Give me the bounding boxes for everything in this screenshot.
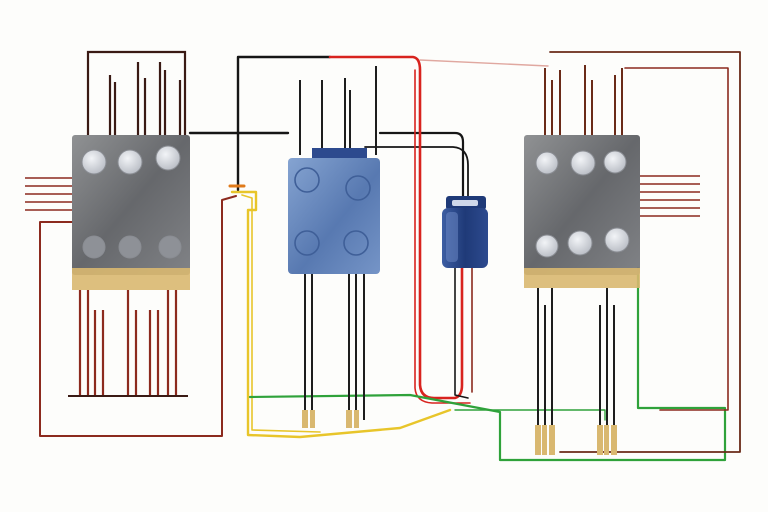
green-wire-lower	[454, 409, 606, 421]
black-relay-wire	[364, 146, 469, 201]
relay-top-bar	[312, 148, 367, 158]
wires	[39, 51, 741, 462]
black-capacitor-wire	[378, 131, 465, 207]
green-wire	[248, 266, 727, 462]
capacitor	[442, 196, 488, 268]
black-bus-wire	[188, 55, 332, 192]
relay-bottom-wires	[304, 274, 365, 420]
light-top-wire	[419, 59, 549, 67]
relay-terminals	[294, 167, 371, 256]
capacitor-sheen	[446, 212, 458, 262]
right-contactor-terminals	[535, 150, 630, 258]
left-bottom-wires	[68, 290, 188, 397]
brown-right-wire	[549, 51, 741, 453]
center-relay-block	[288, 66, 380, 428]
capacitor-lead-black	[454, 267, 469, 399]
right-contactor-block	[524, 65, 700, 455]
left-top-wires	[86, 50, 187, 135]
maroon-left-wire	[39, 195, 237, 437]
right-side-wires	[640, 175, 700, 217]
right-top-wires	[544, 65, 623, 135]
left-contactor-terminals	[81, 145, 182, 259]
left-side-wires	[25, 177, 72, 211]
left-contactor-block	[25, 50, 190, 397]
right-contactor-base	[524, 268, 640, 288]
brown-right-wire-inner	[624, 67, 729, 411]
relay-top-wires	[299, 66, 377, 155]
yellow-wire	[230, 190, 452, 439]
yellow-wire-second	[241, 194, 321, 433]
capacitor-cap-highlight	[452, 200, 478, 206]
red-wire-return	[414, 69, 471, 404]
left-contactor-base	[72, 268, 190, 290]
right-wire-ferrules	[535, 425, 617, 455]
red-wire	[328, 55, 464, 400]
relay-body	[288, 158, 380, 274]
relay-wire-ferrules	[302, 410, 359, 428]
